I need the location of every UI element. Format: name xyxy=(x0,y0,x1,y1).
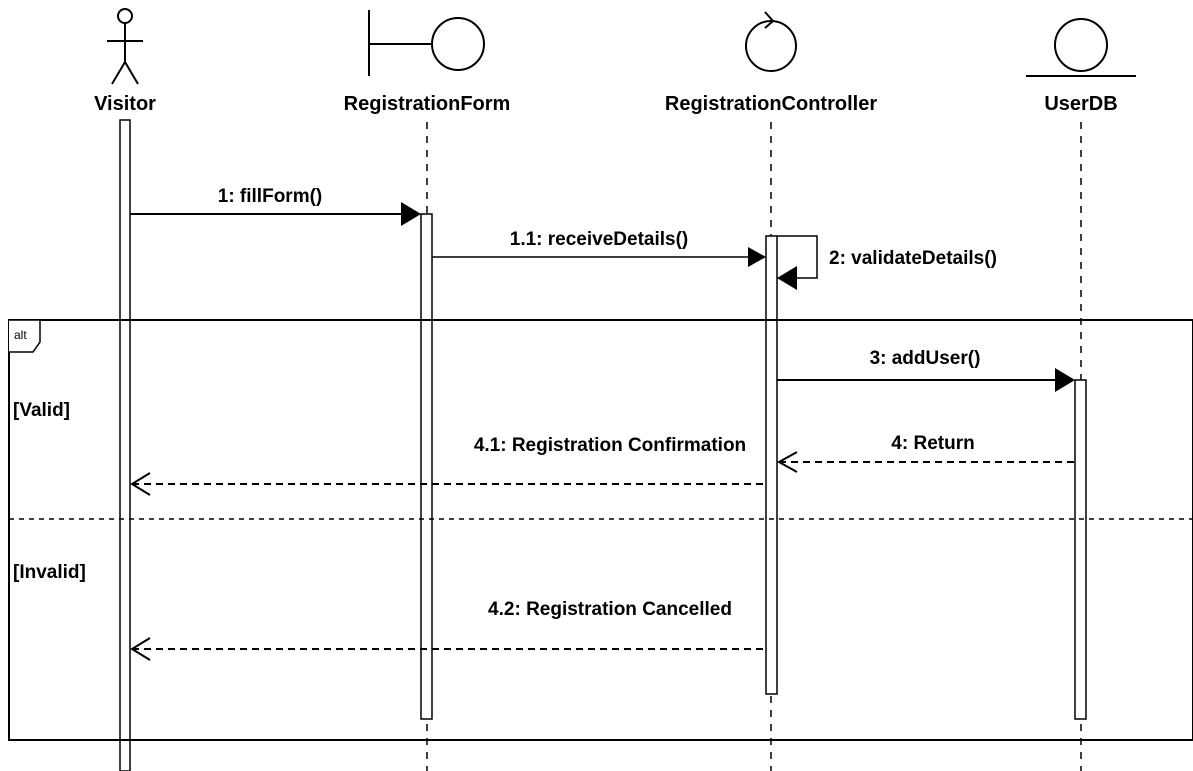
arrowhead xyxy=(401,202,421,226)
fragment-operator-tab xyxy=(9,319,41,353)
message-line xyxy=(777,235,818,279)
message-label: 1: fillForm() xyxy=(218,186,323,207)
message-validate-details: 2: validateDetails() xyxy=(777,235,997,290)
message-receive-details: 1.1: receiveDetails() xyxy=(432,229,766,267)
participant-registration-controller: RegistrationController xyxy=(665,11,877,771)
message-registration-cancelled: 4.2: Registration Cancelled xyxy=(130,599,766,661)
arrowhead xyxy=(130,472,151,496)
entity-icon xyxy=(1026,18,1136,77)
participant-userdb: UserDB xyxy=(1026,18,1136,771)
message-registration-confirmation: 4.1: Registration Confirmation xyxy=(130,435,766,496)
message-label: 4.2: Registration Cancelled xyxy=(488,599,732,620)
participant-name: RegistrationForm xyxy=(344,93,511,115)
activation-bar xyxy=(119,119,131,771)
actor-icon xyxy=(107,8,143,85)
message-label: 2: validateDetails() xyxy=(829,248,997,269)
guard-invalid: [Invalid] xyxy=(13,562,86,583)
message-return: 4: Return xyxy=(776,433,1075,473)
arrowhead xyxy=(776,451,798,473)
participant-name: RegistrationController xyxy=(665,93,877,115)
activation-bar xyxy=(420,213,433,720)
arrowhead xyxy=(777,266,797,290)
guard-valid: [Valid] xyxy=(13,400,70,421)
message-label: 1.1: receiveDetails() xyxy=(510,229,689,250)
participant-registration-form: RegistrationForm xyxy=(344,10,511,771)
participant-name: Visitor xyxy=(94,93,156,115)
fragment-operator: alt xyxy=(14,328,27,342)
arrowhead xyxy=(748,247,766,267)
message-fill-form: 1: fillForm() xyxy=(130,186,421,226)
message-label: 3: addUser() xyxy=(870,348,981,369)
participant-name: UserDB xyxy=(1044,93,1117,115)
alt-fragment: alt [Valid] [Invalid] xyxy=(8,319,1193,741)
activation-bar xyxy=(765,235,778,695)
participant-visitor: Visitor xyxy=(94,8,156,771)
arrowhead xyxy=(130,637,151,661)
arrowhead xyxy=(1055,368,1075,392)
boundary-icon xyxy=(368,10,485,76)
message-label: 4.1: Registration Confirmation xyxy=(474,435,746,456)
message-add-user: 3: addUser() xyxy=(777,348,1075,392)
message-label: 4: Return xyxy=(891,433,974,454)
control-icon xyxy=(745,11,797,72)
fragment-frame xyxy=(8,319,1193,741)
activation-bar xyxy=(1074,379,1087,720)
